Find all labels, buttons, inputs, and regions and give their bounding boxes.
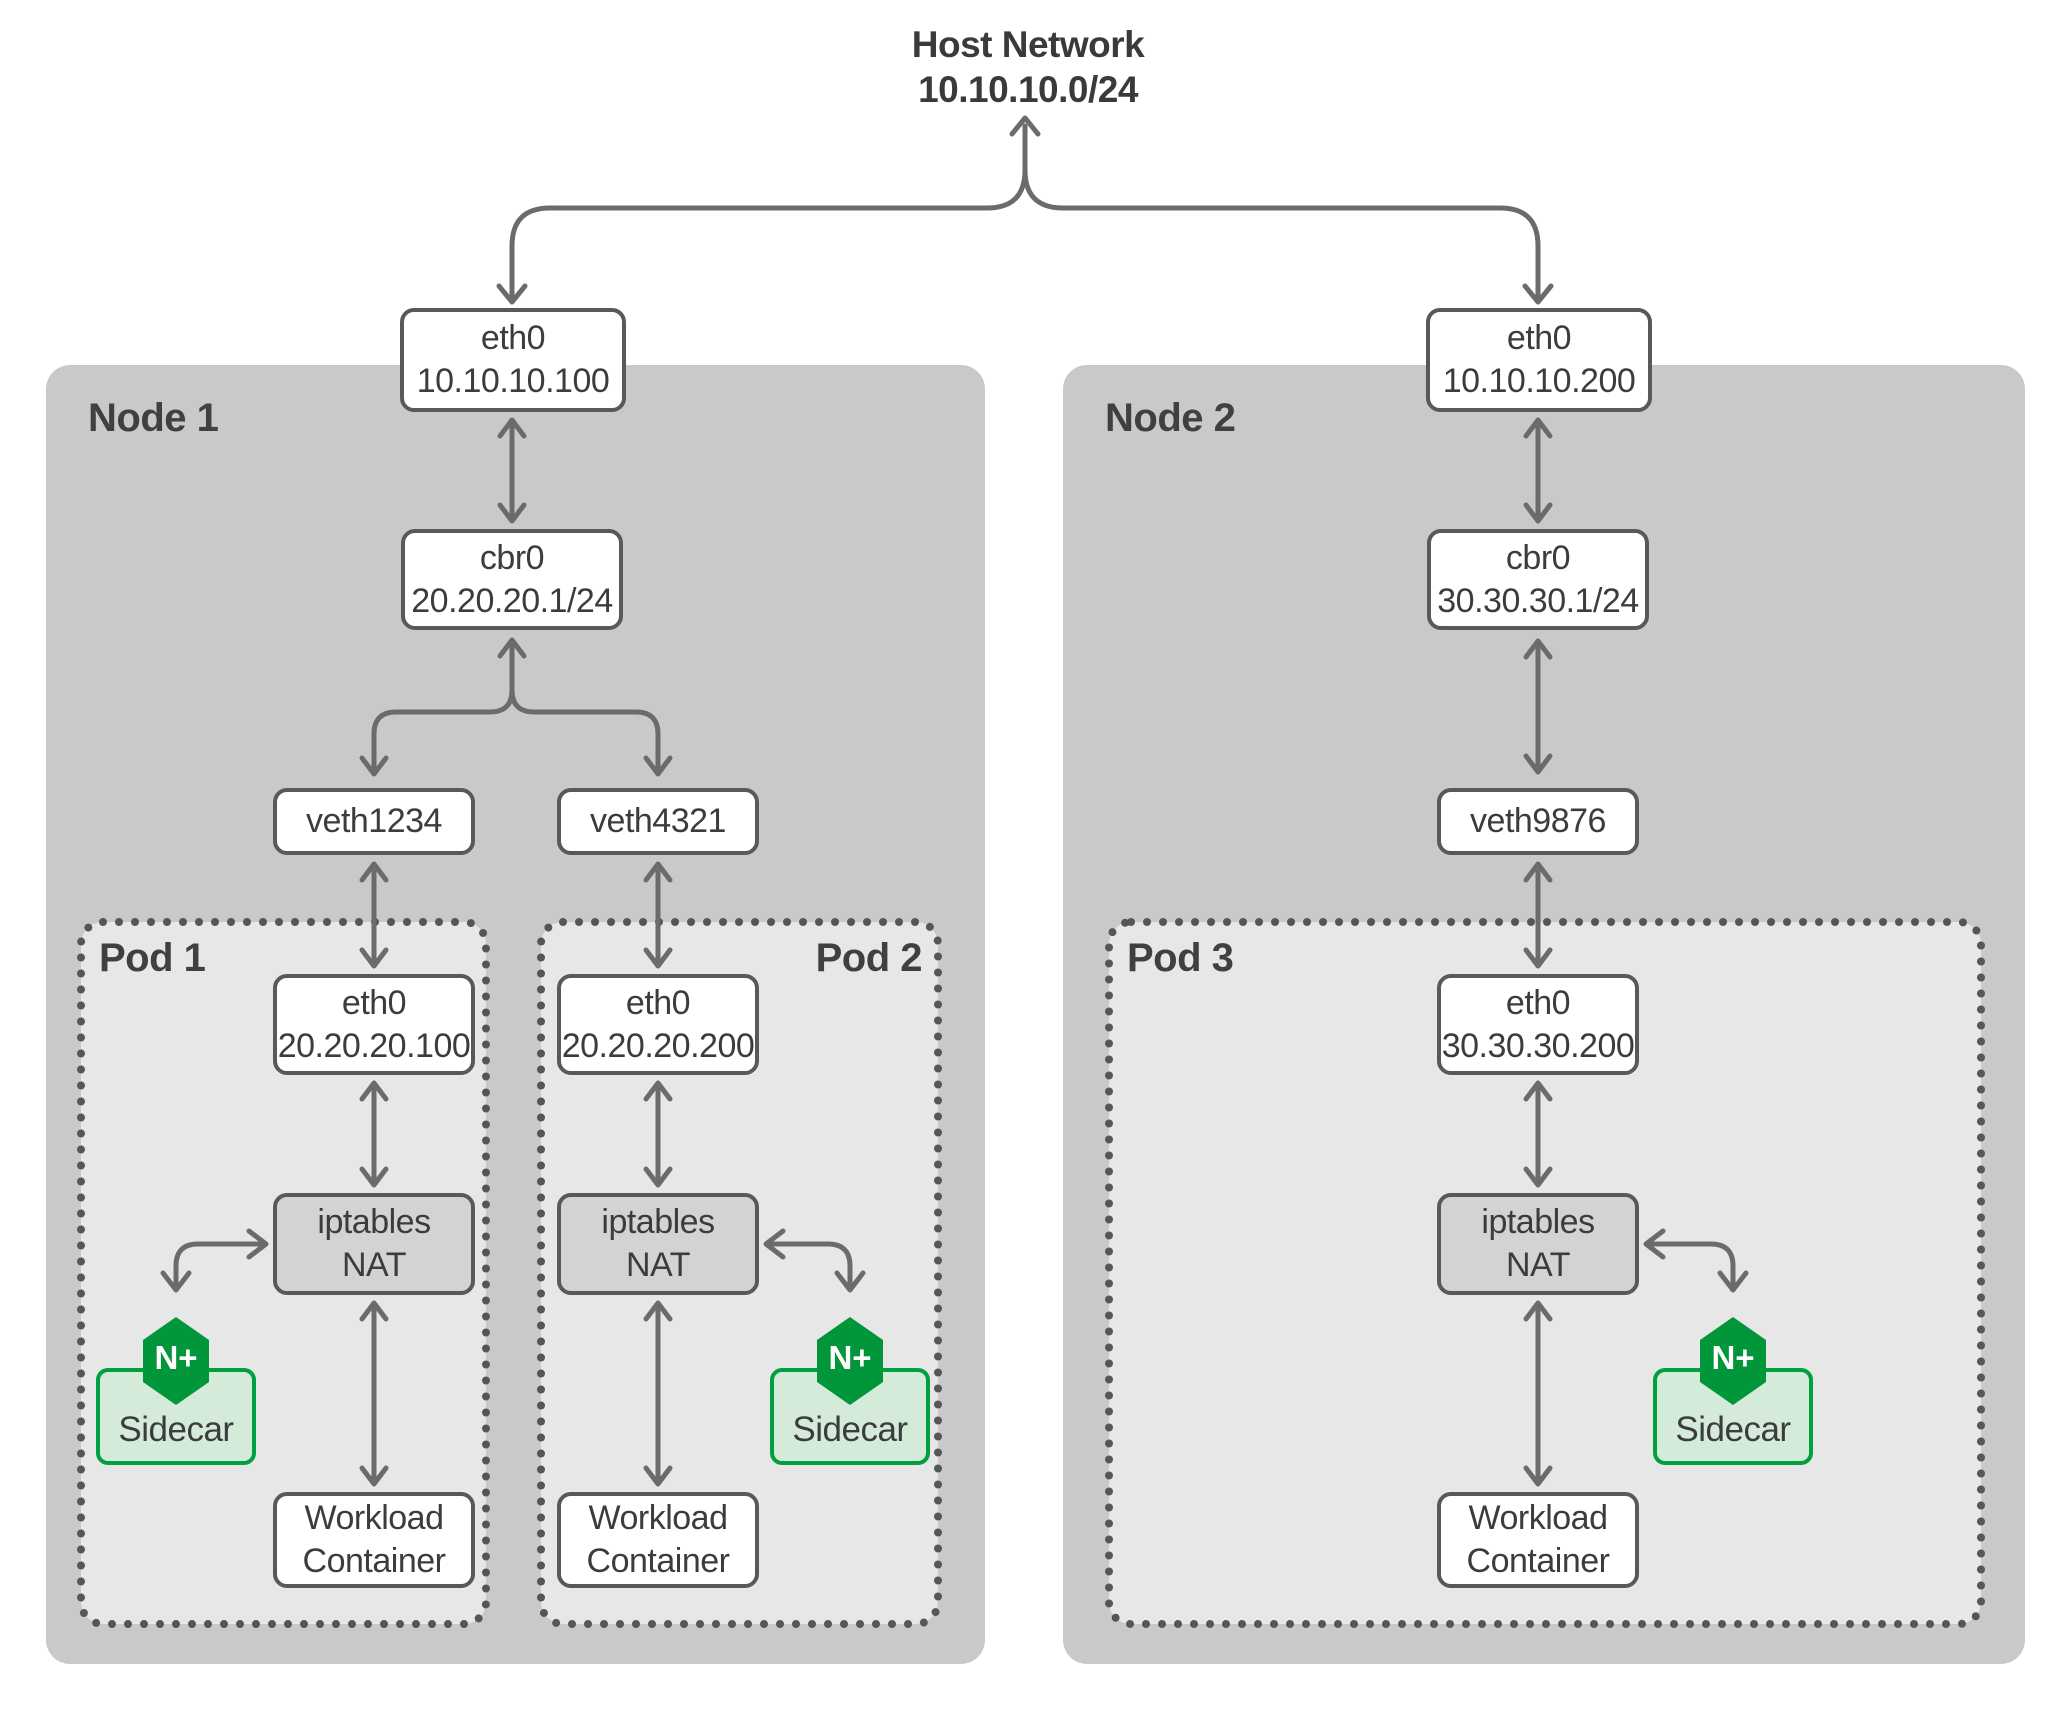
pod2-nat-line2: NAT — [626, 1246, 690, 1284]
pod3-sidecar-label: Sidecar — [1675, 1410, 1791, 1449]
pod1-eth0-ip: 20.20.20.100 — [277, 1026, 471, 1065]
node-2-label: Node 2 — [1105, 396, 1236, 440]
pod2-workload-line1: Workload — [588, 1499, 729, 1537]
arrow-lines — [160, 115, 1749, 1487]
pod3-iptables-nat-box: iptables NAT — [1437, 1193, 1639, 1295]
pod-3-label: Pod 3 — [1127, 936, 1234, 980]
node1-eth0-box: eth0 10.10.10.100 — [400, 308, 626, 412]
pod3-workload-box: Workload Container — [1437, 1492, 1639, 1588]
pod1-workload-box: Workload Container — [273, 1492, 475, 1588]
node1-eth0-name: eth0 — [480, 319, 546, 357]
pod1-nat-line1: iptables — [317, 1203, 431, 1241]
pod1-eth0-box: eth0 20.20.20.100 — [273, 974, 475, 1075]
pod-2-label: Pod 2 — [815, 936, 923, 980]
veth1234-label: veth1234 — [306, 802, 442, 840]
pod3-eth0-name: eth0 — [1505, 983, 1571, 1022]
pod1-nplus-text: N+ — [154, 1339, 197, 1376]
node2-eth0-box: eth0 10.10.10.200 — [1426, 308, 1652, 412]
pod1-eth0-name: eth0 — [341, 983, 407, 1022]
pod3-nginx-plus-icon: N+ — [1700, 1317, 1766, 1405]
node1-eth0-ip: 10.10.10.100 — [416, 362, 610, 400]
host-network-name: Host Network — [911, 24, 1145, 65]
pod3-sidecar-box: Sidecar — [1653, 1368, 1813, 1465]
node1-veth4321-box: veth4321 — [557, 788, 759, 855]
pod3-eth0-box: eth0 30.30.30.200 — [1437, 974, 1639, 1075]
pod3-eth0-ip: 30.30.30.200 — [1441, 1026, 1635, 1065]
pod2-nplus-text: N+ — [828, 1339, 871, 1376]
pod2-eth0-ip: 20.20.20.200 — [561, 1026, 755, 1065]
pod3-workload-line1: Workload — [1468, 1499, 1609, 1537]
host-network-cidr: 10.10.10.0/24 — [918, 69, 1138, 110]
node2-veth9876-box: veth9876 — [1437, 788, 1639, 855]
pod3-nat-line2: NAT — [1506, 1246, 1570, 1284]
veth4321-label: veth4321 — [590, 802, 726, 840]
node-1-label: Node 1 — [88, 396, 219, 440]
veth9876-label: veth9876 — [1470, 802, 1606, 840]
node1-veth1234-box: veth1234 — [273, 788, 475, 855]
node1-cbr0-ip: 20.20.20.1/24 — [411, 581, 613, 620]
pod3-nat-line1: iptables — [1481, 1203, 1595, 1241]
pod1-workload-line1: Workload — [304, 1499, 445, 1537]
pod2-eth0-name: eth0 — [625, 983, 691, 1022]
node1-cbr0-box: cbr0 20.20.20.1/24 — [401, 529, 623, 630]
pod3-nplus-text: N+ — [1711, 1339, 1754, 1376]
node2-eth0-name: eth0 — [1506, 319, 1572, 357]
pod1-nat-line2: NAT — [342, 1246, 406, 1284]
node2-cbr0-box: cbr0 30.30.30.1/24 — [1427, 529, 1649, 630]
node2-cbr0-ip: 30.30.30.1/24 — [1437, 581, 1639, 620]
node2-cbr0-name: cbr0 — [1505, 538, 1571, 577]
pod2-sidecar-label: Sidecar — [792, 1410, 908, 1449]
pod1-sidecar-label: Sidecar — [118, 1410, 234, 1449]
pod2-nat-line1: iptables — [601, 1203, 715, 1241]
node2-eth0-ip: 10.10.10.200 — [1442, 362, 1636, 400]
pod2-workload-box: Workload Container — [557, 1492, 759, 1588]
pod2-eth0-box: eth0 20.20.20.200 — [557, 974, 759, 1075]
pod2-nginx-plus-icon: N+ — [817, 1317, 883, 1405]
pod2-iptables-nat-box: iptables NAT — [557, 1193, 759, 1295]
host-network-title: Host Network 10.10.10.0/24 — [778, 22, 1278, 112]
pod1-iptables-nat-box: iptables NAT — [273, 1193, 475, 1295]
pod-1-label: Pod 1 — [99, 936, 206, 980]
pod2-workload-line2: Container — [586, 1542, 730, 1580]
pod1-workload-line2: Container — [302, 1542, 446, 1580]
node1-cbr0-name: cbr0 — [479, 538, 545, 577]
pod3-workload-line2: Container — [1466, 1542, 1610, 1580]
pod1-nginx-plus-icon: N+ — [143, 1317, 209, 1405]
